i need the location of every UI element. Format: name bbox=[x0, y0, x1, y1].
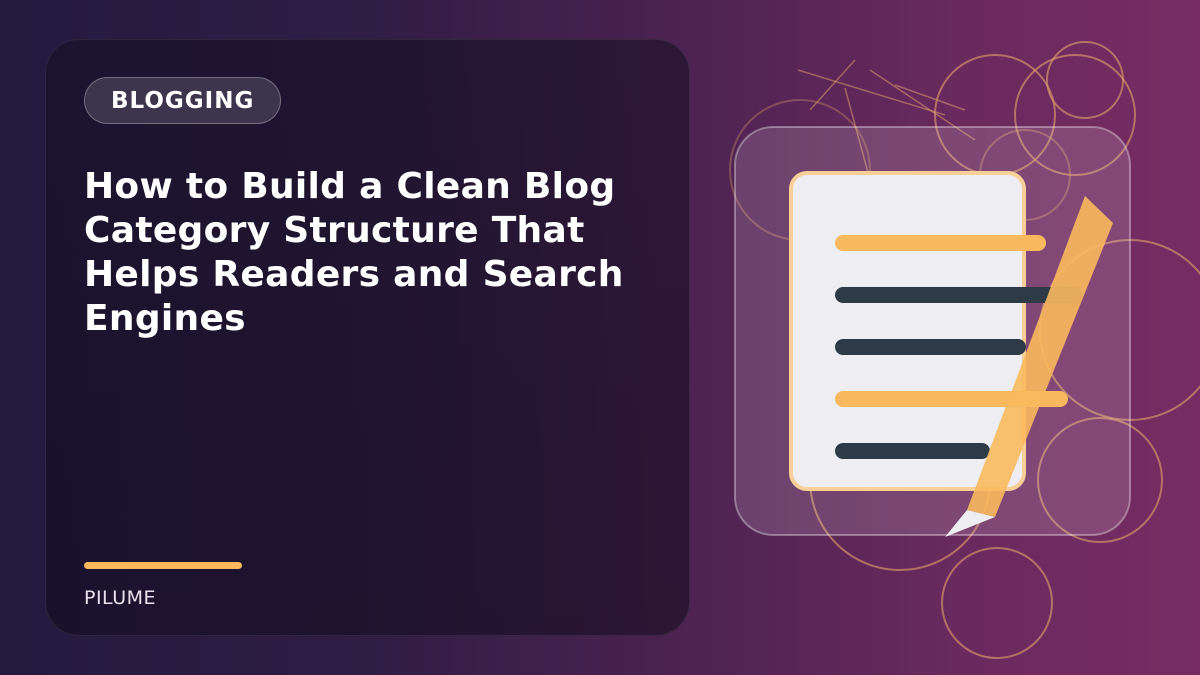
document-with-pencil-icon bbox=[729, 41, 1200, 659]
article-title: How to Build a Clean Blog Category Struc… bbox=[84, 166, 624, 339]
sketch-lines bbox=[797, 59, 976, 181]
paper-sheet bbox=[789, 171, 1026, 491]
brand-name: PILUME bbox=[84, 587, 157, 609]
pencil-icon bbox=[945, 196, 1113, 537]
category-badge[interactable]: BLOGGING bbox=[84, 77, 282, 124]
accent-bar bbox=[84, 562, 242, 569]
article-card: BLOGGING How to Build a Clean Blog Categ… bbox=[45, 39, 690, 636]
